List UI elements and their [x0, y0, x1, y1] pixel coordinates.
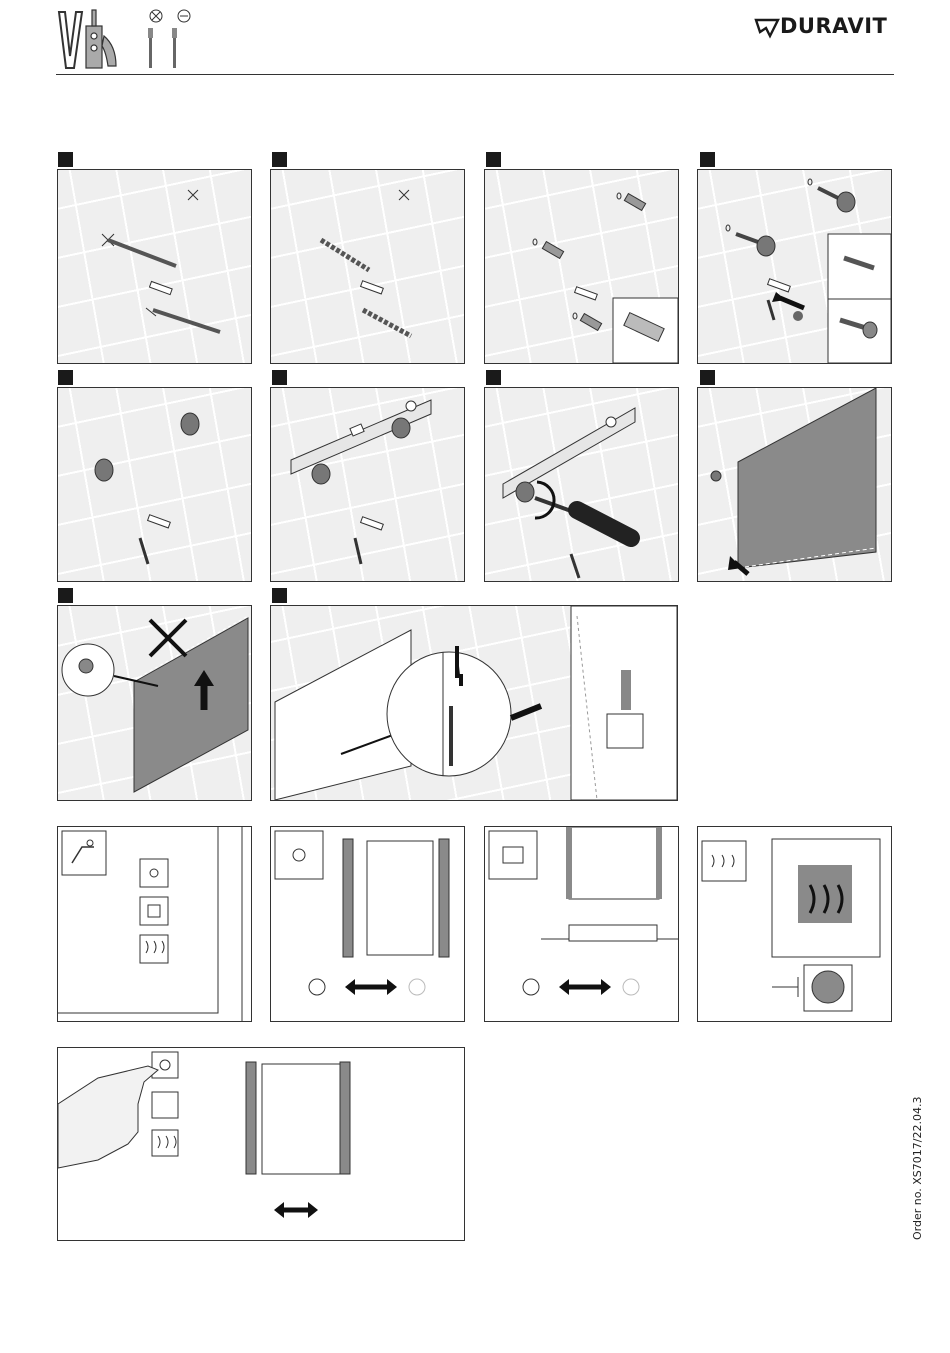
step-mark-drill-panel — [57, 169, 252, 364]
step-touch-control-panel — [57, 826, 252, 1022]
step-marker — [700, 370, 715, 385]
brand-logo: DURAVIT — [754, 12, 896, 42]
step-washers-mounted-panel — [57, 387, 252, 582]
drill-icon — [86, 10, 116, 68]
level-icon — [59, 12, 82, 68]
phillips-screwdriver-icon — [148, 10, 162, 68]
duravit-mark-icon — [754, 16, 780, 40]
step-marker — [700, 152, 715, 167]
step-marker — [272, 152, 287, 167]
order-number: Order no. XS7017/22.04.3 — [911, 1097, 924, 1240]
step-marker — [58, 152, 73, 167]
step-marker — [272, 588, 287, 603]
header-rule — [56, 74, 894, 75]
step-marker — [486, 370, 501, 385]
step-hang-mirror-panel — [697, 387, 892, 582]
step-hand-press-panel — [57, 1047, 465, 1241]
step-screws-panel — [697, 169, 892, 364]
brand-name: DURAVIT — [780, 14, 887, 38]
tool-icons — [56, 6, 196, 70]
step-marker — [58, 588, 73, 603]
step-marker — [58, 370, 73, 385]
step-drilling-panel — [270, 169, 465, 364]
step-lift-mirror-panel — [57, 605, 252, 801]
flat-screwdriver-icon — [172, 10, 190, 68]
step-level-panel — [270, 387, 465, 582]
step-heating-panel — [697, 826, 892, 1022]
step-light-panel — [270, 826, 465, 1022]
step-secure-screw-panel — [270, 605, 678, 801]
step-display-panel — [484, 826, 679, 1022]
step-wall-plugs-panel — [484, 169, 679, 364]
step-marker — [486, 152, 501, 167]
step-marker — [272, 370, 287, 385]
step-tighten-panel — [484, 387, 679, 582]
